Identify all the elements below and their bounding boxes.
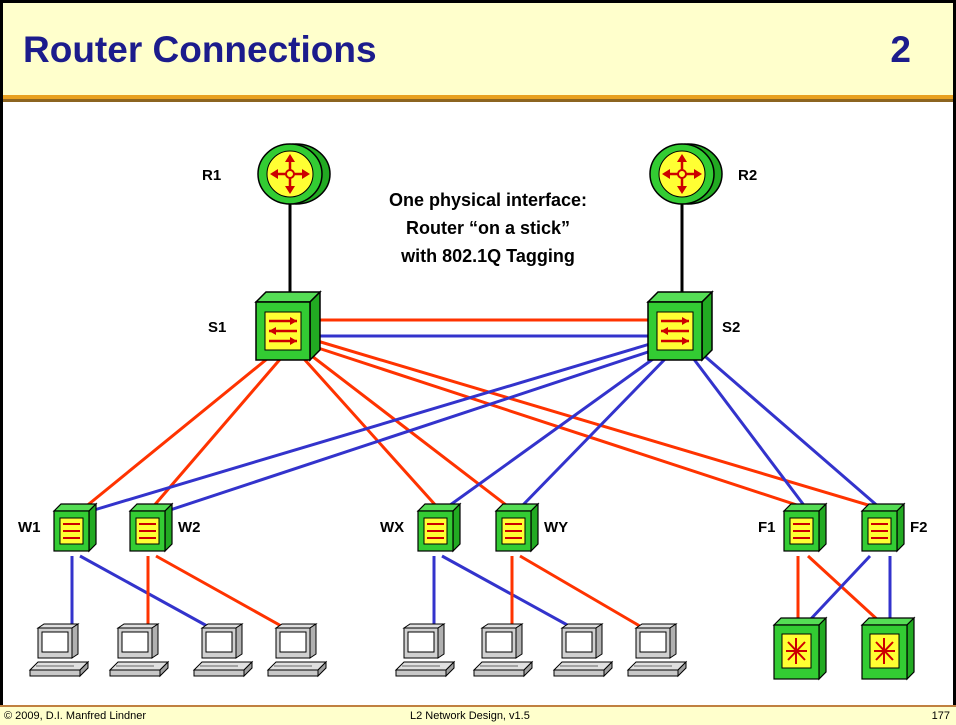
pc-5-icon[interactable] — [394, 623, 456, 678]
pc-1-icon[interactable] — [28, 623, 90, 678]
link-wy-pc8 — [519, 554, 651, 634]
switch-f2-icon[interactable] — [860, 502, 906, 553]
edge-links — [70, 554, 892, 634]
label-r1: R1 — [202, 167, 221, 184]
label-s1: S1 — [208, 319, 226, 336]
slide-number: 2 — [890, 29, 911, 70]
switch-f1-icon[interactable] — [782, 502, 828, 553]
footer-copyright: © 2009, D.I. Manfred Lindner — [4, 710, 147, 722]
frame-right — [953, 95, 956, 707]
link-f1-srv2 — [806, 554, 882, 624]
switch-wx-icon[interactable] — [416, 502, 462, 553]
frame-left — [0, 95, 3, 707]
switch-s2-icon[interactable] — [646, 290, 714, 362]
annotation-line-3: with 802.1Q Tagging — [400, 246, 575, 266]
s2-links — [93, 342, 881, 514]
link-f2-srv1 — [806, 554, 872, 624]
router-links — [288, 196, 684, 300]
link-s2-f2 — [699, 350, 881, 510]
pc-8-icon[interactable] — [626, 623, 688, 678]
title-rule-shadow — [0, 99, 956, 102]
link-s1-w2 — [150, 349, 290, 509]
link-s2-w2 — [163, 348, 655, 514]
label-f1: F1 — [758, 519, 776, 536]
server-1-icon[interactable] — [772, 616, 828, 681]
link-w2-pc4 — [155, 554, 293, 634]
switch-w1-icon[interactable] — [52, 502, 98, 553]
link-s2-wx — [445, 352, 661, 510]
pc-4-icon[interactable] — [266, 623, 328, 678]
link-s2-w1 — [93, 342, 651, 512]
link-s1-w1 — [83, 348, 279, 510]
pc-3-icon[interactable] — [192, 623, 254, 678]
switch-w2-icon[interactable] — [128, 502, 174, 553]
pc-6-icon[interactable] — [472, 623, 534, 678]
link-s2-f1 — [688, 353, 808, 509]
footer-page-number: 177 — [931, 710, 950, 722]
label-wy: WY — [544, 519, 568, 536]
footer: © 2009, D.I. Manfred Lindner L2 Network … — [0, 705, 956, 725]
link-s1-wy — [303, 348, 511, 510]
title-bar: Router Connections 2 — [0, 0, 956, 95]
pc-2-icon[interactable] — [108, 623, 170, 678]
annotation-line-1: One physical interface: — [389, 190, 587, 210]
pc-7-icon[interactable] — [552, 623, 614, 678]
trunk-links — [318, 318, 648, 338]
router-r2-icon[interactable] — [649, 143, 723, 205]
workstation-group — [28, 623, 688, 678]
router-r1-icon[interactable] — [257, 143, 331, 205]
annotation-line-2: Router “on a stick” — [406, 218, 570, 238]
footer-course: L2 Network Design, v1.5 — [410, 710, 530, 722]
label-f2: F2 — [910, 519, 928, 536]
title-rule — [0, 95, 956, 99]
switch-s1-icon[interactable] — [254, 290, 322, 362]
label-wx: WX — [380, 519, 404, 536]
slide-title: Router Connections — [23, 29, 377, 70]
link-s2-wy — [518, 354, 670, 510]
network-diagram: R1 R2 S1 S2 W1 W2 WX WY F1 F2 One physic… — [18, 143, 928, 681]
label-w1: W1 — [18, 519, 41, 536]
server-2-icon[interactable] — [860, 616, 916, 681]
label-r2: R2 — [738, 167, 757, 184]
switch-wy-icon[interactable] — [494, 502, 540, 553]
label-s2: S2 — [722, 319, 740, 336]
label-w2: W2 — [178, 519, 201, 536]
